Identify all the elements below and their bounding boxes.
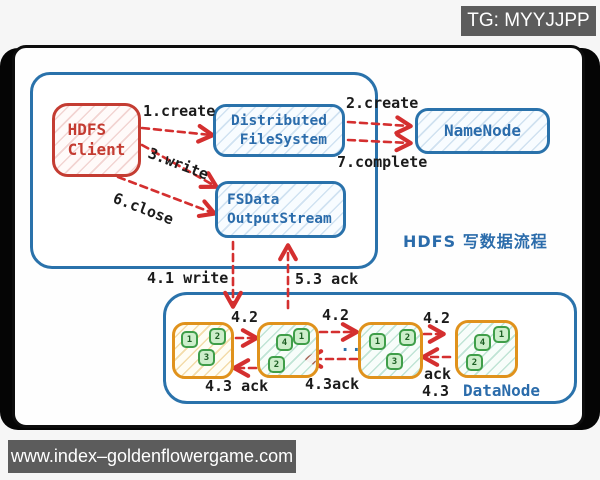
label-step42-c: 4.2 [423, 309, 451, 327]
datanode-box-3: 1 2 3 [358, 322, 423, 379]
label-step43-b: 4.3ack [305, 375, 360, 393]
label-step43-a: 4.3 ack [205, 377, 269, 395]
replica-block: 1 [493, 326, 510, 343]
replica-block: 3 [198, 349, 215, 366]
label-step42-b: 4.2 [322, 306, 350, 324]
diagram-title: HDFS 写数据流程 [403, 232, 548, 251]
label-step53: 5.3 ack [295, 270, 359, 288]
label-step1: 1.create [143, 102, 216, 120]
arrow-2-create [346, 115, 413, 136]
arrow-7-complete [346, 132, 413, 153]
label-step42-a: 4.2 [231, 308, 259, 326]
replica-block: 2 [268, 356, 285, 373]
ellipsis-dots: .. [340, 336, 363, 356]
telegram-watermark-badge: TG: MYYJJPP [461, 6, 596, 36]
replica-block: 4 [276, 334, 293, 351]
label-step43-c-ack: ack [424, 365, 452, 383]
replica-block: 1 [293, 328, 310, 345]
label-step2: 2.create [346, 94, 419, 112]
replica-block: 1 [369, 333, 386, 350]
replica-block: 1 [181, 331, 198, 348]
node-namenode: NameNode [415, 108, 550, 154]
replica-block: 3 [386, 353, 403, 370]
label-step41: 4.1 write [147, 269, 229, 287]
datanode-box-2: 4 1 2 [257, 322, 319, 378]
diagram-card: HDFS Client Distributed FileSystem NameN… [12, 45, 585, 428]
replica-block: 2 [209, 328, 226, 345]
arrow-3-write [140, 143, 219, 189]
replica-block: 2 [466, 354, 483, 371]
datanode-cluster-label: DataNode [463, 381, 541, 400]
node-hdfs-client: HDFS Client [52, 103, 141, 177]
arrow-1-create [140, 123, 215, 144]
arrow-6-close [116, 175, 217, 219]
datanode-box-4: 4 1 2 [455, 320, 518, 378]
node-distributed-filesystem: Distributed FileSystem [213, 104, 345, 157]
replica-block: 2 [399, 329, 416, 346]
datanode-box-1: 1 2 3 [172, 322, 234, 379]
label-step7: 7.complete [337, 153, 428, 171]
diagram-canvas: HDFS Client Distributed FileSystem NameN… [12, 45, 585, 428]
label-step43-c-num: 4.3 [422, 382, 450, 400]
arrows-layer [116, 115, 452, 378]
node-fsdata-outputstream: FSData OutputStream [215, 181, 346, 238]
replica-block: 4 [474, 334, 491, 351]
website-watermark-badge: www.index–goldenflowergame.com [8, 440, 296, 473]
